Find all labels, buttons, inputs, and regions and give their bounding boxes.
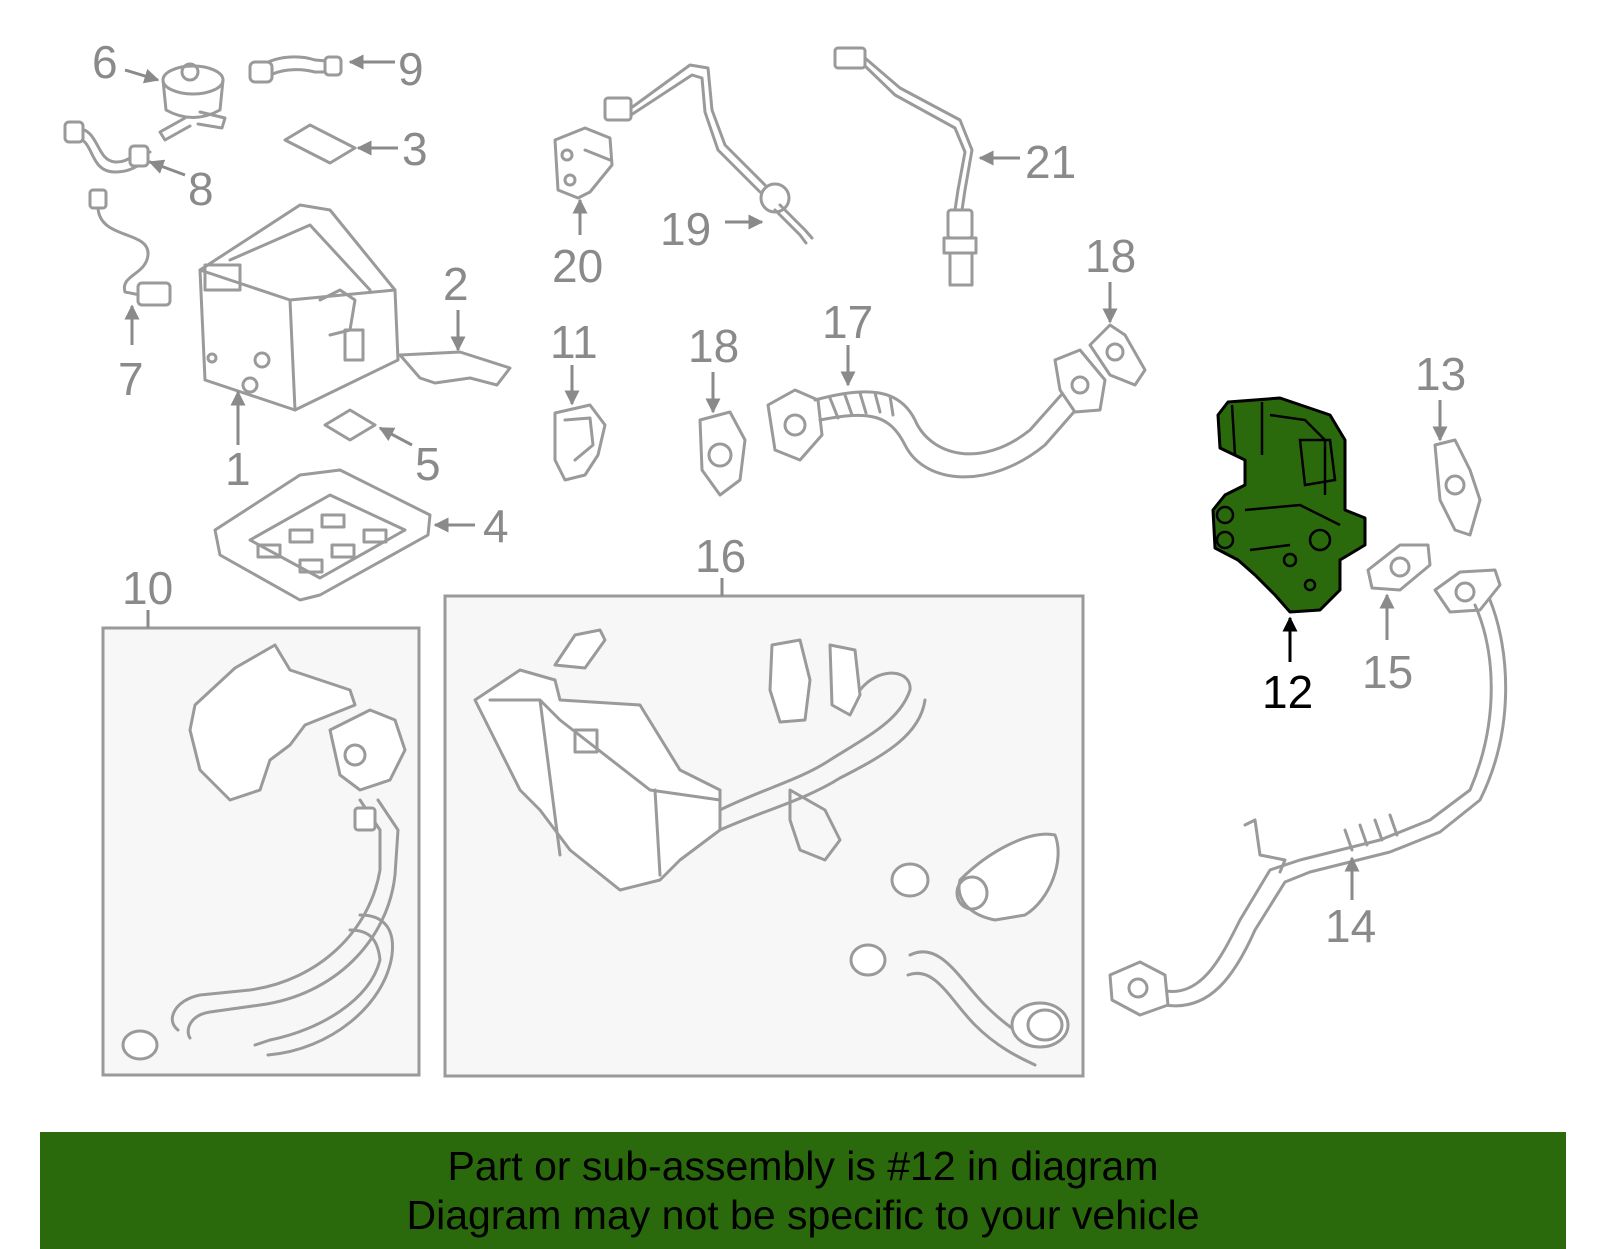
callout-17: 17: [822, 296, 873, 348]
banner-line-1: Part or sub-assembly is #12 in diagram: [447, 1143, 1159, 1189]
part-11-gasket: [553, 403, 607, 482]
part-18-gasket-left: [698, 410, 747, 497]
part-6-valve: [158, 62, 227, 142]
callout-9: 9: [398, 43, 424, 95]
callout-10: 10: [122, 562, 173, 614]
callout-19: 19: [660, 203, 711, 255]
callout-12: 12: [1262, 666, 1313, 718]
callout-6: 6: [92, 36, 118, 88]
part-21-sensor: [833, 46, 978, 287]
callout-2: 2: [443, 258, 469, 310]
callout-8: 8: [188, 163, 214, 215]
part-12-egr-valve: [1211, 396, 1367, 614]
banner-line-2: Diagram may not be specific to your vehi…: [406, 1192, 1200, 1238]
callout-13: 13: [1415, 348, 1466, 400]
callout-14: 14: [1325, 900, 1376, 952]
callout-15: 15: [1362, 646, 1413, 698]
part-7-harness: [88, 188, 172, 307]
callout-1: 1: [225, 443, 251, 495]
part-8-hose: [63, 120, 152, 174]
part-3-pad: [283, 123, 357, 165]
part-18-gasket-right: [1088, 323, 1147, 387]
part-1-canister: [198, 203, 400, 412]
callout-5: 5: [415, 438, 441, 490]
callout-4: 4: [483, 500, 509, 552]
callout-16: 16: [695, 530, 746, 582]
callout-labels: 6 9 3 8 7 1 2 5 4 20 19 21 11 18 17 18 1…: [92, 36, 1466, 952]
inset-16-frame: [443, 594, 1085, 1078]
callout-11: 11: [550, 316, 598, 368]
part-17-pipe: [766, 348, 1107, 479]
part-19-sensor: [603, 63, 814, 245]
part-5-pad: [323, 408, 377, 442]
callout-18-left: 18: [688, 320, 739, 372]
callout-18-right: 18: [1085, 230, 1136, 282]
leader-lines: [124, 54, 1448, 900]
callout-7: 7: [118, 353, 144, 405]
callout-20: 20: [552, 240, 603, 292]
callout-3: 3: [402, 123, 428, 175]
part-16-assembly: [473, 628, 1070, 1067]
part-13-gasket: [1433, 438, 1482, 537]
part-14-pipe: [1108, 568, 1508, 1017]
part-2-bracket: [398, 350, 512, 387]
part-15-gasket: [1366, 543, 1432, 592]
part-10-assembly: [121, 643, 407, 1061]
part-9-hose: [248, 55, 343, 84]
callout-21: 21: [1025, 136, 1076, 188]
part-4-tray: [213, 468, 432, 602]
part-20-bracket: [553, 126, 614, 200]
info-banner: Part or sub-assembly is #12 in diagram D…: [40, 1132, 1566, 1249]
